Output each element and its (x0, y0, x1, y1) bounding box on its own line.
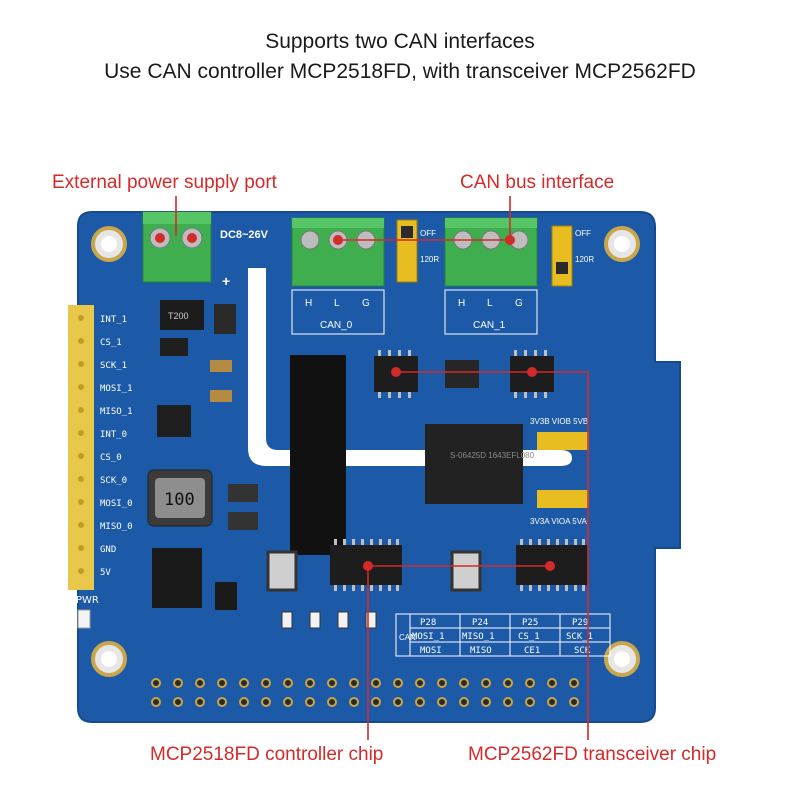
inductor-label: 100 (164, 490, 195, 510)
pin-label: MOSI_1 (100, 384, 133, 394)
black-header-connector (290, 355, 346, 555)
can0-l: L (334, 298, 340, 309)
isolator-chip: S-06425D 1643EFL080 (425, 424, 535, 504)
transceiver-chip-callout: MCP2562FD transceiver chip (468, 744, 717, 765)
off-label: OFF (575, 229, 591, 238)
chip-marking: S-06425D 1643EFL080 (450, 451, 535, 460)
table-cell: P24 (472, 618, 488, 628)
off-label: OFF (420, 229, 436, 238)
pin-label: MISO_0 (100, 522, 133, 532)
can0-h: H (305, 298, 312, 309)
callout-lines (175, 196, 589, 740)
crystal-oscillator (266, 550, 298, 592)
can0-terminal-block (291, 217, 385, 287)
table-cell: SCK (574, 646, 591, 656)
pin-header-strip (68, 305, 94, 590)
vio-jumper-b (537, 432, 589, 450)
termination-jumper-1 (551, 225, 573, 287)
pin-label: MISO_1 (100, 407, 133, 417)
can0-label: CAN_0 (320, 320, 353, 331)
table-side-label: CAN (399, 633, 416, 642)
table-cell: MISO_1 (462, 632, 495, 642)
pin-label: INT_0 (100, 430, 127, 440)
can1-terminal-block (444, 217, 538, 287)
pin-label: INT_1 (100, 315, 127, 325)
can1-g: G (515, 298, 523, 309)
gpio-header-holes (151, 678, 579, 707)
t200-label: T200 (168, 311, 189, 321)
vio-a-label: 3V3A VIOA 5VA (530, 517, 587, 526)
table-cell: P29 (572, 618, 588, 628)
pin-label: SCK_0 (100, 476, 127, 486)
pin-label: GND (100, 545, 116, 555)
can1-l: L (487, 298, 493, 309)
can-bus-callout: CAN bus interface (460, 172, 615, 193)
table-cell: MOSI_1 (412, 632, 445, 642)
pin-mapping-table (395, 613, 611, 657)
can0-g: G (362, 298, 370, 309)
pin-label: CS_1 (100, 338, 122, 348)
power-terminal-block (142, 211, 212, 283)
vio-jumper-a (537, 490, 589, 508)
diode-t200 (160, 300, 204, 330)
voltage-label: DC8~26V (220, 229, 269, 241)
crystal-oscillator (450, 550, 482, 592)
table-cell: MOSI (420, 646, 442, 656)
table-cell: MISO (470, 646, 492, 656)
table-cell: P28 (420, 618, 436, 628)
controller-chip-callout: MCP2518FD controller chip (150, 744, 384, 765)
inductor-100: 100 (147, 469, 213, 527)
header-line-1: Supports two CAN interfaces (265, 30, 535, 53)
mounting-hole (91, 226, 640, 677)
can1-label: CAN_1 (473, 320, 506, 331)
smd-diode (152, 548, 202, 608)
pin-label: MOSI_0 (100, 499, 133, 509)
table-cell: CS_1 (518, 632, 540, 642)
pin-label: 5V (100, 568, 111, 578)
header-line-2: Use CAN controller MCP2518FD, with trans… (104, 60, 696, 83)
can1-h: H (458, 298, 465, 309)
table-cell: CE1 (524, 646, 540, 656)
svg-text:+: + (222, 273, 230, 289)
callout-dots (155, 233, 555, 571)
pin-labels: INT_1 CS_1 SCK_1 MOSI_1 MISO_1 INT_0 CS_… (100, 315, 133, 578)
table-cell: P25 (522, 618, 538, 628)
r120-label: 120R (575, 255, 594, 264)
vio-b-label: 3V3B VIOB 5VB (530, 417, 588, 426)
table-cell: SCK_1 (566, 632, 593, 642)
pin-label: SCK_1 (100, 361, 127, 371)
pwr-label: PWR (76, 595, 99, 606)
pwr-led (77, 609, 91, 629)
termination-jumper-0 (396, 219, 418, 283)
pin-label: CS_0 (100, 453, 122, 463)
power-port-callout: External power supply port (52, 172, 277, 193)
r120-label: 120R (420, 255, 439, 264)
